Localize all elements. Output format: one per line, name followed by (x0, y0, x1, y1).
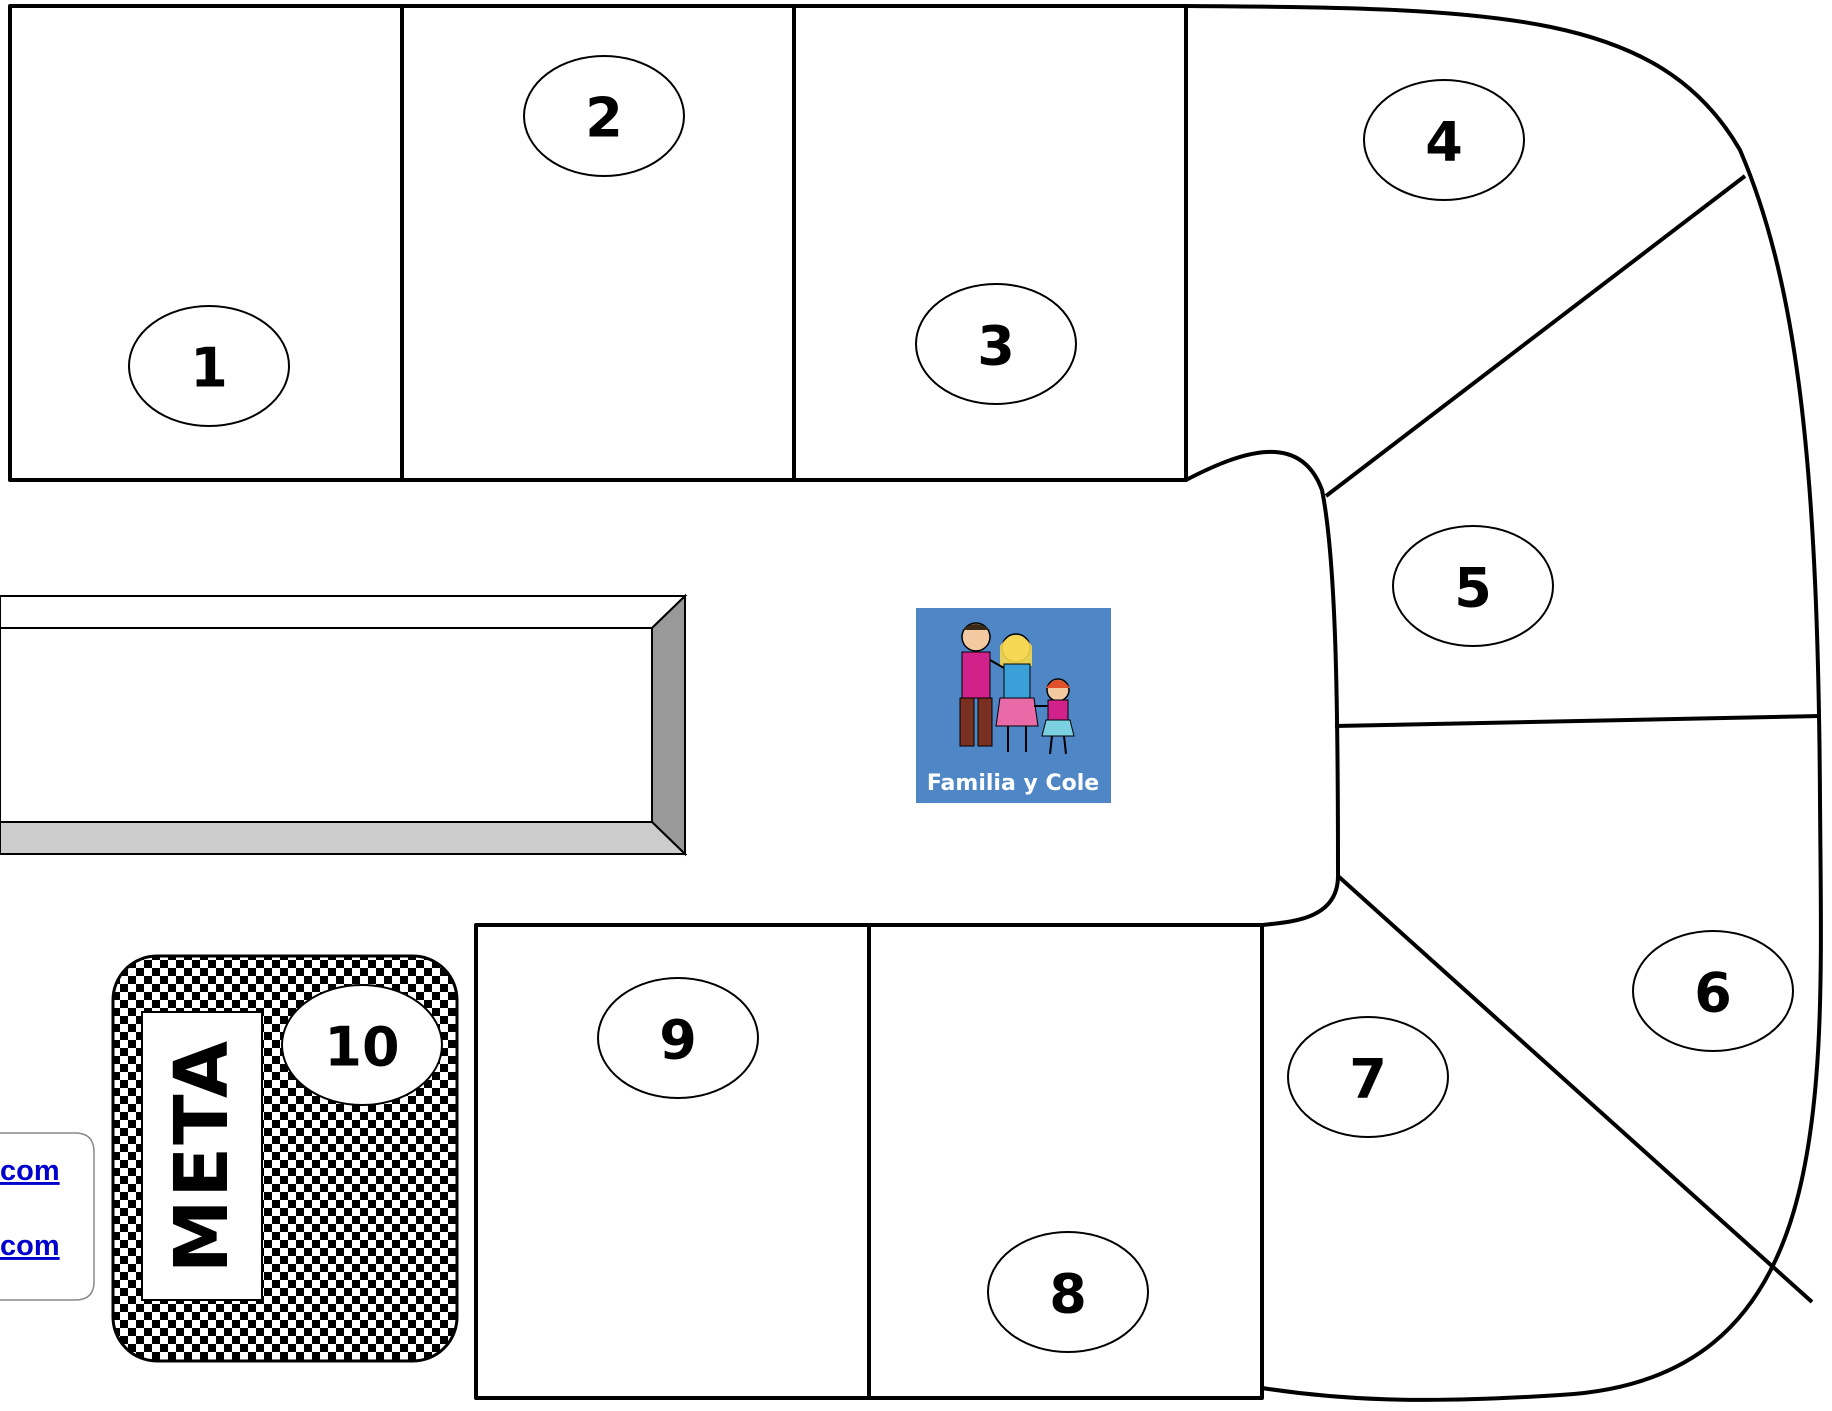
space-5-number: 5 (1454, 557, 1492, 620)
links-box: com com (0, 1133, 94, 1300)
space-3-number: 3 (977, 315, 1015, 378)
board-outline-curve (1186, 6, 1821, 1400)
goal-label: META (159, 1039, 245, 1273)
familia-y-cole-logo: Familia y Cole (916, 608, 1111, 803)
beveled-frame (0, 596, 685, 854)
board-space-3 (794, 6, 1186, 480)
space-10-number: 10 (324, 1016, 399, 1079)
website-link-1[interactable]: com (0, 1155, 60, 1187)
space-4-number: 4 (1425, 111, 1463, 174)
board-space-4-5-divider (1326, 176, 1745, 496)
website-link-2[interactable]: com (0, 1230, 60, 1262)
logo-text: Familia y Cole (927, 771, 1099, 796)
space-8-number: 8 (1049, 1263, 1087, 1326)
space-9-number: 9 (659, 1009, 697, 1072)
space-1-number: 1 (190, 337, 228, 400)
space-2-number: 2 (585, 87, 623, 150)
space-6-number: 6 (1694, 962, 1732, 1025)
board-space-5-6-divider (1335, 716, 1820, 726)
road-inner-edge (1186, 452, 1338, 925)
space-7-number: 7 (1349, 1048, 1387, 1111)
